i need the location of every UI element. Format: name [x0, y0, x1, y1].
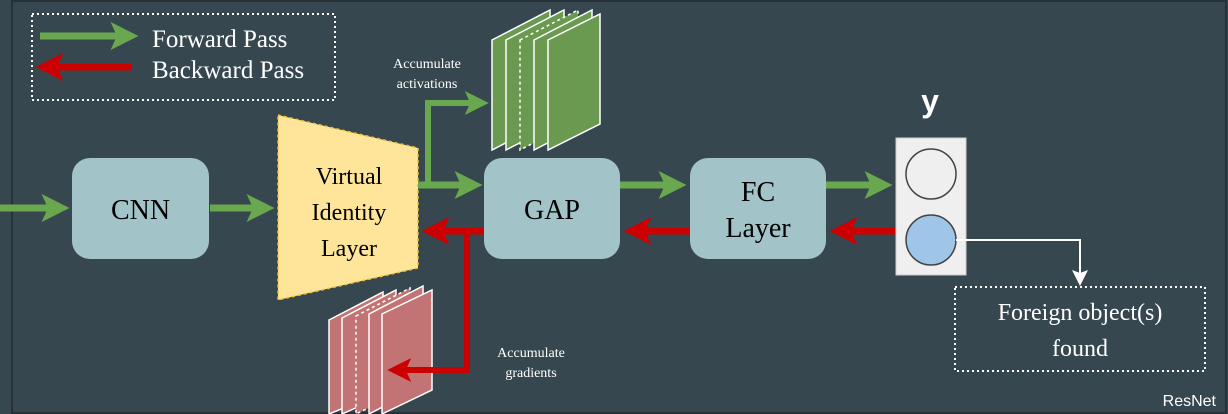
activations-branch-arrow	[425, 91, 489, 185]
fc-block	[690, 158, 826, 259]
cnn-block	[72, 158, 209, 259]
result-label-line2: found	[1052, 336, 1108, 362]
gap-block	[484, 158, 620, 259]
result-box	[954, 286, 1206, 372]
fc-label-line2: Layer	[725, 213, 791, 244]
accumulate-gradients-label-line1: Accumulate	[497, 346, 565, 361]
result-arrow	[956, 239, 1088, 286]
output-node-bottom	[905, 214, 957, 266]
gap-label: GAP	[524, 195, 580, 226]
accumulate-gradients-label-line2: gradients	[505, 366, 556, 381]
gradients-branch-arrow	[387, 231, 470, 382]
virtual-identity-label-line1: Virtual	[316, 164, 383, 190]
cnn-label: CNN	[111, 195, 170, 226]
legend-backward-label: Backward Pass	[152, 57, 304, 84]
virtual-identity-layer	[277, 114, 419, 301]
legend: Forward Pass Backward Pass	[31, 13, 336, 101]
gradients-stack	[328, 284, 433, 414]
virtual-identity-label-line3: Layer	[321, 236, 377, 262]
accumulate-activations-label-line1: Accumulate	[393, 57, 461, 72]
activations-stack	[491, 8, 601, 152]
result-label-line1: Foreign object(s)	[998, 300, 1163, 326]
output-node-top	[905, 148, 957, 200]
fc-label-line1: FC	[741, 177, 775, 208]
legend-forward-label: Forward Pass	[152, 26, 287, 53]
accumulate-activations-label-line2: activations	[397, 77, 458, 92]
corner-label: ResNet	[1163, 393, 1217, 410]
virtual-identity-label-line2: Identity	[312, 200, 387, 226]
output-label: y	[921, 83, 939, 119]
legend-box	[31, 13, 336, 101]
